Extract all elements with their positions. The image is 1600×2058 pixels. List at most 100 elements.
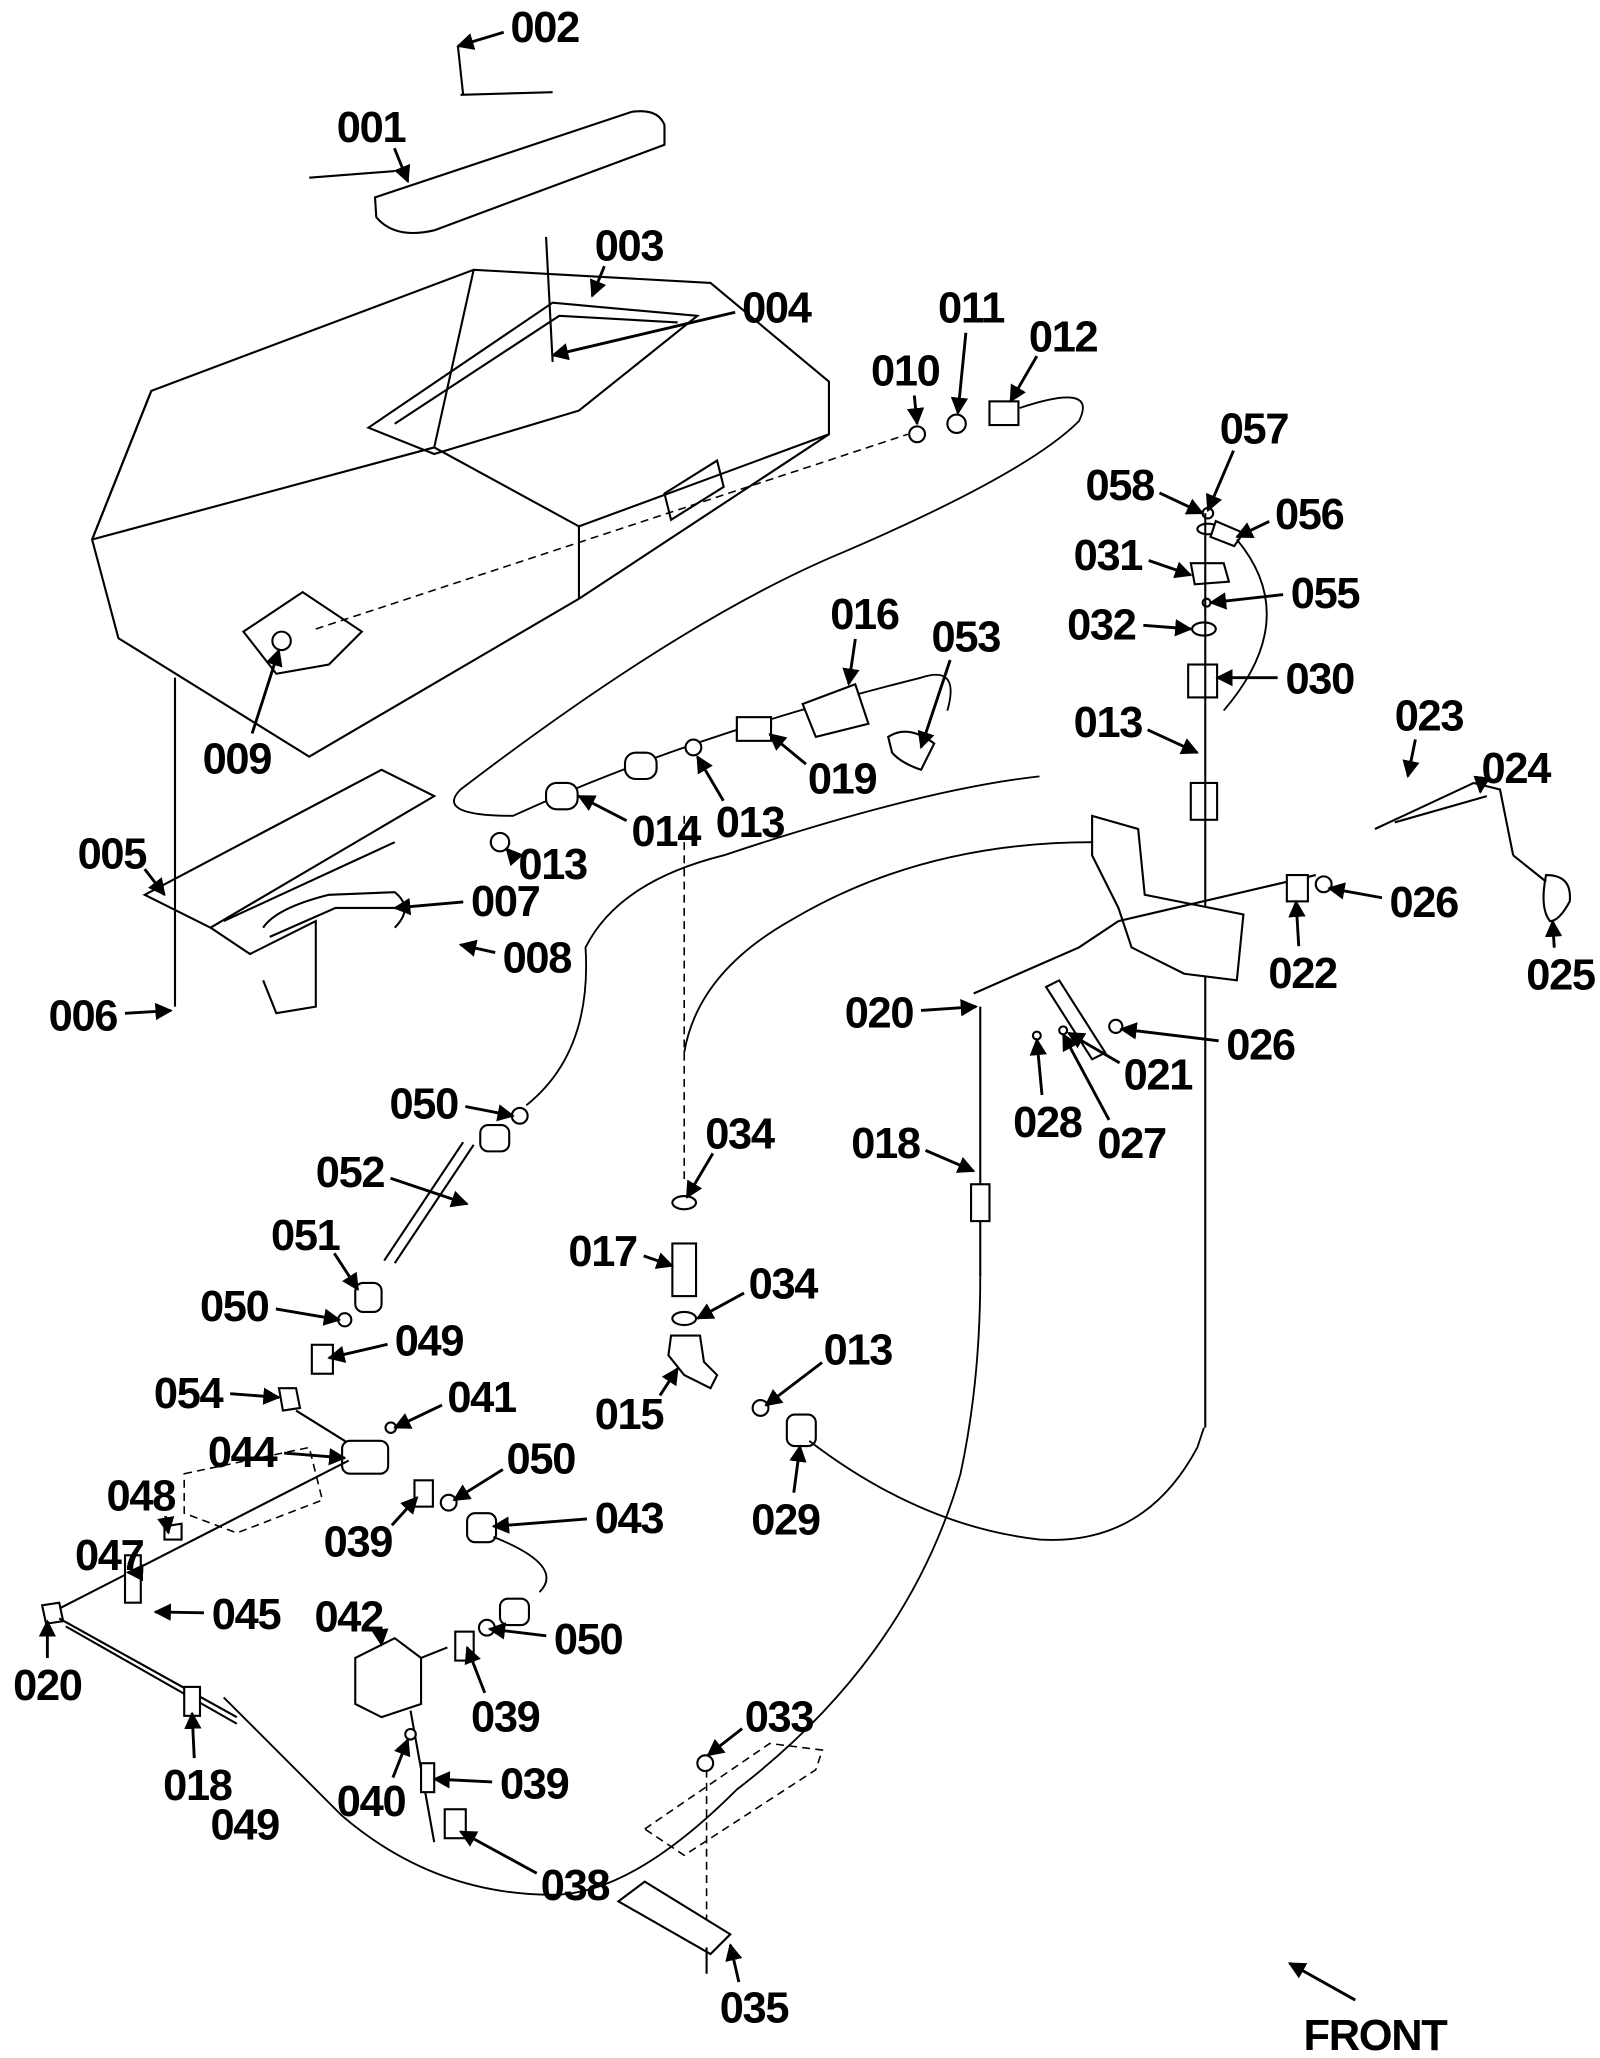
callout-042: 042 bbox=[314, 1594, 383, 1642]
leader-arrow-icon bbox=[487, 1622, 547, 1640]
leader-arrow-icon bbox=[371, 1628, 389, 1647]
leader-arrow-icon bbox=[390, 1176, 469, 1208]
leader-arrow-icon bbox=[1119, 1022, 1219, 1043]
callout-035: 035 bbox=[720, 1984, 789, 2032]
leader-arrow-icon bbox=[143, 868, 166, 897]
leader-arrow-icon bbox=[1148, 559, 1193, 579]
fitting-012 bbox=[988, 400, 1020, 427]
callout-002: 002 bbox=[510, 4, 579, 52]
callout-048: 048 bbox=[107, 1473, 176, 1521]
leader-arrow-icon bbox=[393, 897, 464, 916]
callout-055: 055 bbox=[1291, 570, 1360, 618]
callout-labels: 0020010030040100110120570580560310550320… bbox=[13, 4, 1596, 2032]
callout-033: 033 bbox=[745, 1694, 814, 1742]
callout-008: 008 bbox=[503, 934, 572, 982]
callout-014: 014 bbox=[632, 808, 702, 856]
callout-058: 058 bbox=[1085, 462, 1154, 510]
leader-arrow-icon bbox=[1544, 919, 1563, 948]
callout-032: 032 bbox=[1067, 602, 1136, 650]
callout-044: 044 bbox=[208, 1429, 278, 1477]
leader-arrow-icon bbox=[1402, 739, 1420, 779]
callout-009: 009 bbox=[203, 736, 272, 784]
callout-054: 054 bbox=[154, 1370, 224, 1418]
leader-arrow-icon bbox=[696, 755, 725, 802]
leader-arrow-icon bbox=[924, 1149, 976, 1173]
leader-arrow-icon bbox=[768, 733, 807, 766]
callout-001: 001 bbox=[337, 104, 406, 152]
seal-011 bbox=[946, 413, 967, 434]
leader-arrow-icon bbox=[458, 939, 496, 957]
callout-039: 039 bbox=[500, 1761, 569, 1809]
pedal-bracket bbox=[1091, 814, 1245, 982]
callout-018: 018 bbox=[851, 1120, 920, 1168]
valve-044 bbox=[341, 1439, 390, 1475]
callout-040: 040 bbox=[337, 1778, 406, 1826]
callout-050: 050 bbox=[507, 1436, 576, 1484]
callout-020: 020 bbox=[845, 990, 914, 1038]
callout-034: 034 bbox=[749, 1261, 819, 1309]
leader-arrow-icon bbox=[1206, 450, 1235, 513]
callout-020: 020 bbox=[13, 1662, 82, 1710]
leader-arrow-icon bbox=[505, 847, 524, 867]
leader-arrow-icon bbox=[184, 1711, 202, 1759]
leader-arrow-icon bbox=[1473, 775, 1491, 794]
leader-arrow-icon bbox=[643, 1252, 675, 1269]
callout-003: 003 bbox=[595, 223, 664, 271]
leader-arrow-icon bbox=[1158, 491, 1205, 515]
bushing-009 bbox=[271, 630, 292, 652]
callout-006: 006 bbox=[49, 992, 118, 1040]
leader-arrow-icon bbox=[390, 1496, 419, 1527]
seat-cushion bbox=[309, 45, 666, 234]
leader-arrow-icon bbox=[333, 1252, 360, 1291]
leader-arrow-icon bbox=[842, 638, 860, 686]
callout-024: 024 bbox=[1482, 745, 1552, 793]
callout-019: 019 bbox=[808, 755, 877, 803]
leader-arrow-icon bbox=[706, 1727, 744, 1757]
leader-arrow-icon bbox=[1061, 1032, 1111, 1121]
front-arrow-icon bbox=[1287, 1961, 1356, 2002]
callout-004: 004 bbox=[742, 284, 812, 332]
callout-038: 038 bbox=[541, 1862, 610, 1910]
callout-013: 013 bbox=[1074, 699, 1143, 747]
callout-045: 045 bbox=[212, 1591, 281, 1639]
callout-015: 015 bbox=[595, 1391, 664, 1439]
leader-arrow-icon bbox=[284, 1448, 347, 1466]
solenoid-042 bbox=[354, 1636, 423, 1719]
callout-050: 050 bbox=[389, 1080, 458, 1128]
callout-013: 013 bbox=[518, 841, 587, 889]
leader-arrow-icon bbox=[491, 1516, 588, 1534]
leader-arrow-icon bbox=[1029, 1037, 1047, 1096]
operator-cover bbox=[90, 268, 830, 758]
leader-arrow-icon bbox=[1143, 619, 1193, 637]
callout-039: 039 bbox=[471, 1694, 540, 1742]
callout-025: 025 bbox=[1526, 952, 1595, 1000]
leader-arrow-icon bbox=[1009, 355, 1039, 403]
leader-arrow-icon bbox=[327, 1342, 388, 1363]
leader-arrow-icon bbox=[391, 1737, 411, 1779]
leader-arrow-icon bbox=[1146, 728, 1199, 755]
callout-028: 028 bbox=[1013, 1099, 1082, 1147]
callout-053: 053 bbox=[932, 613, 1001, 661]
callout-039: 039 bbox=[324, 1519, 393, 1567]
callout-013: 013 bbox=[824, 1327, 893, 1375]
leader-arrow-icon bbox=[456, 30, 505, 50]
callout-007: 007 bbox=[471, 878, 540, 926]
leader-arrow-icon bbox=[464, 1645, 487, 1694]
callout-022: 022 bbox=[1268, 950, 1337, 998]
callout-034: 034 bbox=[705, 1111, 775, 1159]
leader-arrow-icon bbox=[1235, 520, 1270, 539]
leader-arrow-icon bbox=[393, 1403, 443, 1429]
callout-029: 029 bbox=[751, 1496, 820, 1544]
leader-arrow-icon bbox=[275, 1307, 342, 1326]
callout-049: 049 bbox=[210, 1802, 279, 1850]
leader-arrow-icon bbox=[685, 1152, 715, 1199]
leader-arrow-icon bbox=[725, 1943, 743, 1983]
callout-050: 050 bbox=[554, 1616, 623, 1664]
leader-arrow-icon bbox=[695, 1291, 745, 1320]
leader-arrow-icon bbox=[465, 1104, 515, 1122]
leader-arrow-icon bbox=[230, 1387, 281, 1405]
callout-021: 021 bbox=[1124, 1052, 1193, 1100]
callout-013: 013 bbox=[716, 799, 785, 847]
